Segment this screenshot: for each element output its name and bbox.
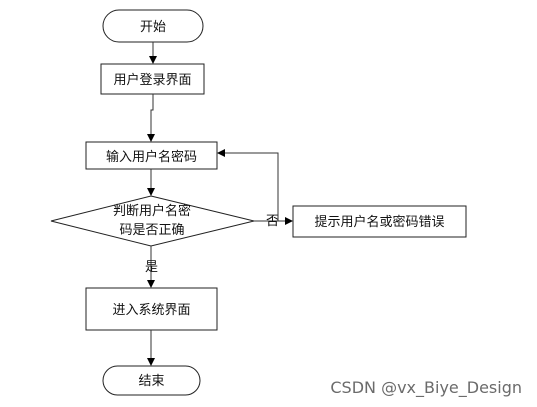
end-label: 结束 xyxy=(138,374,164,389)
edge-login-input xyxy=(150,94,154,134)
watermark-text: CSDN @vx_Biye_Design xyxy=(330,378,522,398)
login-node: 用户登录界面 xyxy=(100,63,205,95)
enter-node: 进入系统界面 xyxy=(85,287,218,331)
start-label: 开始 xyxy=(140,20,166,35)
end-node: 结束 xyxy=(102,365,201,396)
label-no: 否 xyxy=(266,214,279,229)
error-label: 提示用户名或密码错误 xyxy=(314,214,444,230)
arrowhead xyxy=(217,149,225,157)
arrowhead xyxy=(147,134,155,142)
input-node: 输入用户名密码 xyxy=(85,141,218,170)
arrowhead xyxy=(285,217,293,225)
edge-error-input-loop xyxy=(225,152,279,221)
decision-label-line1: 判断用户名密 xyxy=(113,203,191,219)
decision-node: 判断用户名密 码是否正确 xyxy=(50,195,255,247)
arrowhead xyxy=(147,280,155,288)
label-yes: 是 xyxy=(145,260,158,275)
login-label: 用户登录界面 xyxy=(113,72,191,88)
start-node: 开始 xyxy=(102,9,204,43)
arrowhead xyxy=(147,188,155,196)
enter-label: 进入系统界面 xyxy=(112,303,190,318)
arrowhead xyxy=(147,358,155,366)
input-label: 输入用户名密码 xyxy=(106,149,197,165)
arrowhead xyxy=(149,56,157,64)
error-node: 提示用户名或密码错误 xyxy=(292,205,467,238)
decision-label-line2: 码是否正确 xyxy=(119,223,184,238)
